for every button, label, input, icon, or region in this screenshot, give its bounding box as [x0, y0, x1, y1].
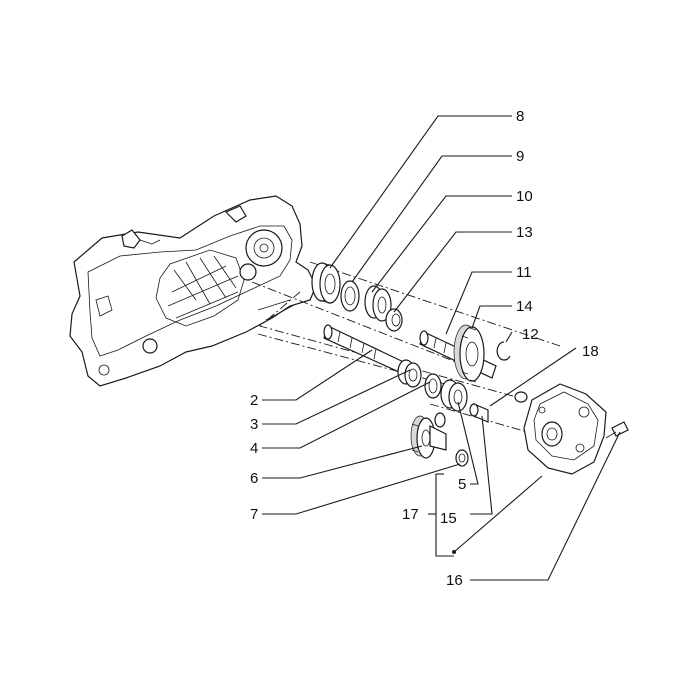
bearing-part-8: [311, 262, 341, 304]
gear-cover-part-16: [523, 383, 607, 475]
callout-6: 6: [250, 470, 258, 487]
callout-labels: 8 9 10 13 11 14 12 18 2 3 4 6 5 7 17 15 …: [250, 108, 599, 589]
leader-lines: [262, 115, 621, 581]
ring-part-4: [424, 373, 442, 399]
spacer-part-15: [469, 403, 489, 423]
callout-4: 4: [250, 440, 258, 457]
washer-part-6b: [434, 412, 446, 428]
callout-18: 18: [582, 343, 599, 360]
callout-2: 2: [250, 392, 258, 409]
callout-3: 3: [250, 416, 258, 433]
bushing-part-13: [385, 308, 403, 332]
bearing-part-5: [440, 379, 468, 412]
callout-12: 12: [522, 326, 539, 343]
callout-17: 17: [402, 506, 419, 523]
callout-5: 5: [458, 476, 466, 493]
dowel-part-17: [514, 391, 528, 403]
bearing-part-10: [364, 285, 392, 322]
crankcase-housing: [69, 195, 317, 387]
callout-9: 9: [516, 148, 524, 165]
callout-16: 16: [446, 572, 463, 589]
gear-part-14: [453, 324, 485, 383]
callout-15: 15: [440, 510, 457, 527]
callout-13: 13: [516, 224, 533, 241]
bolt-part-18: [605, 421, 629, 439]
callout-14: 14: [516, 298, 533, 315]
ring-part-9: [340, 280, 360, 312]
washer-part-7: [455, 449, 469, 467]
gear-part-6: [410, 415, 447, 459]
callout-8: 8: [516, 108, 524, 125]
callout-7: 7: [250, 506, 258, 523]
callout-10: 10: [516, 188, 533, 205]
circlip-part-12: [496, 341, 511, 361]
callout-11: 11: [516, 264, 532, 281]
